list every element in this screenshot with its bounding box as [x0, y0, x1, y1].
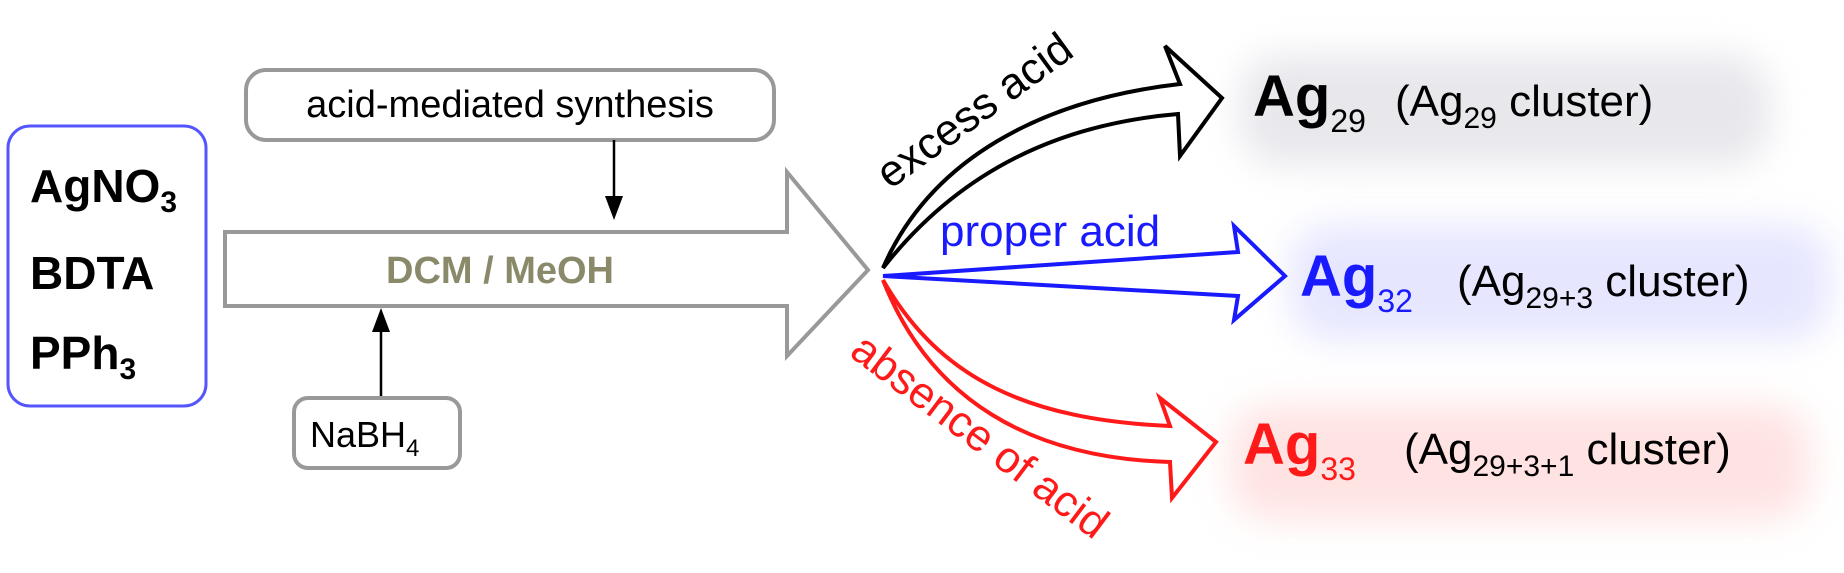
descriptor-ag33-close: cluster): [1574, 425, 1730, 474]
branch-excess-acid-arrow: [881, 44, 1225, 270]
reagent-pph3-base: PPh: [30, 327, 119, 379]
descriptor-ag32-close: cluster): [1593, 257, 1749, 306]
reagent-agno3-sub: 3: [160, 186, 177, 219]
reducer-sub: 4: [406, 435, 419, 462]
branch-proper-acid-label: proper acid: [940, 207, 1160, 256]
product-ag32-base: Ag: [1300, 244, 1377, 309]
reducer-label: NaBH4: [310, 414, 419, 462]
glow-ag33: [1230, 405, 1810, 520]
descriptor-ag29-sub: 29: [1463, 102, 1496, 135]
descriptor-ag32: (Ag29+3 cluster): [1457, 257, 1750, 315]
product-ag29-base: Ag: [1253, 64, 1330, 129]
method-label: acid-mediated synthesis: [306, 84, 714, 126]
method-box: [244, 68, 776, 142]
branch-absence-acid-arrow: [881, 279, 1219, 504]
descriptor-ag32-open: (Ag: [1457, 257, 1525, 306]
product-ag32-sub: 32: [1377, 283, 1413, 319]
product-ag29: Ag29: [1253, 64, 1366, 139]
reducer-box: [292, 396, 462, 470]
reagent-agno3: AgNO3: [30, 160, 177, 219]
product-ag33: Ag33: [1243, 412, 1356, 487]
reducer-up-arrow-head: [372, 308, 390, 332]
glow-ag32: [1290, 225, 1830, 340]
product-ag33-sub: 33: [1320, 451, 1356, 487]
reagent-bdta: BDTA: [30, 247, 154, 299]
descriptor-ag33-open: (Ag: [1404, 425, 1472, 474]
reagent-pph3: PPh3: [30, 327, 136, 386]
method-down-arrow-head: [605, 196, 623, 220]
descriptor-ag32-sub: 29+3: [1525, 282, 1593, 315]
descriptor-ag33: (Ag29+3+1 cluster): [1404, 425, 1731, 483]
branch-proper-acid-arrow: [882, 220, 1288, 326]
reagent-bdta-base: BDTA: [30, 247, 154, 299]
descriptor-ag29: (Ag29 cluster): [1395, 77, 1653, 135]
glow-ag29: [1240, 55, 1770, 165]
descriptor-ag29-open: (Ag: [1395, 77, 1463, 126]
descriptor-ag29-close: cluster): [1497, 77, 1653, 126]
reagent-agno3-base: AgNO: [30, 160, 160, 212]
main-process-arrow: [223, 166, 871, 362]
product-ag33-base: Ag: [1243, 412, 1320, 477]
product-glows: [1230, 55, 1830, 520]
product-ag29-sub: 29: [1330, 103, 1366, 139]
product-ag32: Ag32: [1300, 244, 1413, 319]
descriptor-ag33-sub: 29+3+1: [1472, 450, 1574, 483]
reducer-base: NaBH: [310, 414, 406, 455]
reagents-box: [6, 124, 208, 408]
solvent-label: DCM / MeOH: [386, 250, 614, 292]
reagent-pph3-sub: 3: [119, 353, 136, 386]
